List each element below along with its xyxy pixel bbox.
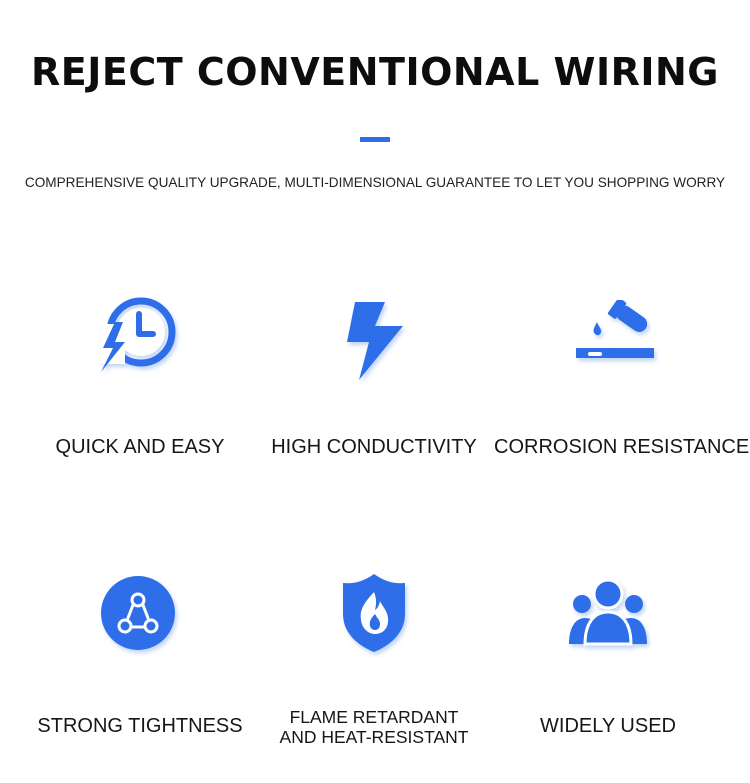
feature-label: QUICK AND EASY (55, 436, 225, 458)
feature-label: WIDELY USED (540, 715, 676, 737)
page-subtitle: COMPREHENSIVE QUALITY UPGRADE, MULTI-DIM… (24, 175, 726, 190)
feature-label-line1: FLAME RETARDANT (289, 707, 459, 727)
page-title: REJECT CONVENTIONAL WIRING (31, 50, 719, 94)
title-accent-divider (360, 137, 390, 142)
feature-label: CORROSION RESISTANCE (494, 436, 750, 458)
group-users-icon (569, 578, 647, 646)
flame-shield-icon (343, 574, 405, 652)
test-tube-corrosion-icon (576, 300, 654, 358)
feature-label-line2: AND HEAT-RESISTANT (279, 727, 469, 747)
feature-label: STRONG TIGHTNESS (37, 715, 243, 737)
feature-label: HIGH CONDUCTIVITY (271, 436, 477, 458)
clock-lightning-icon (101, 297, 176, 372)
lightning-bolt-icon (347, 302, 403, 380)
connection-nodes-icon (101, 576, 175, 650)
